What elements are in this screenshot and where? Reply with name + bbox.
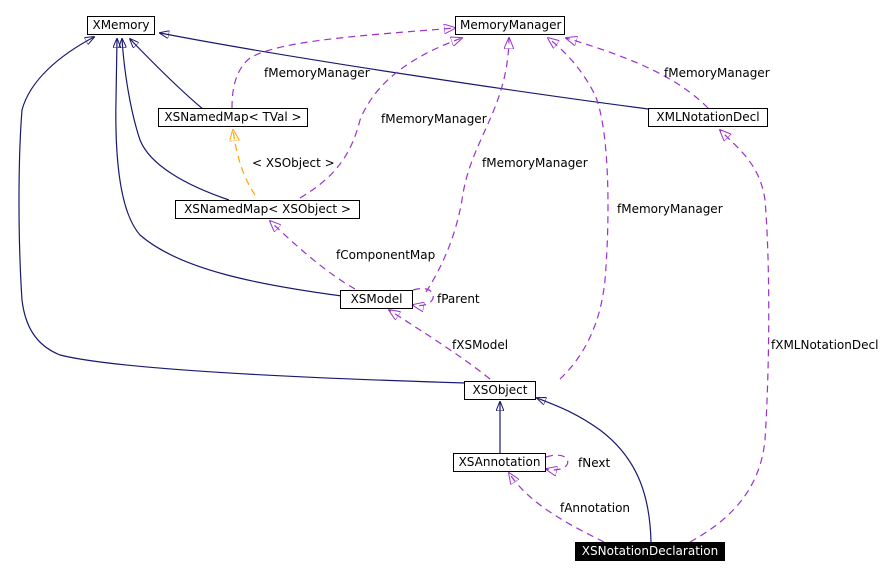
node-memory-manager[interactable]: MemoryManager: [455, 16, 565, 35]
node-xs-object[interactable]: XSObject: [464, 381, 536, 400]
edge-label-fmemorymanager-namedmap-xsobject: fMemoryManager: [381, 112, 487, 126]
edge-label-fmemorymanager-namedmap-tval: fMemoryManager: [264, 66, 370, 80]
edge-template-instantiation: [233, 130, 256, 196]
edge-xmlnotationdecl-to-xmemory: [160, 33, 657, 111]
edge-label-fnext: fNext: [578, 456, 611, 470]
edge-xsmodel-uses-xsnamedmap-xsobject: [270, 221, 356, 290]
node-xs-model[interactable]: XSModel: [340, 290, 413, 309]
edge-xsobject-to-xmemory: [18, 37, 467, 384]
edge-label-template-arg: < XSObject >: [252, 156, 335, 170]
edge-xsnamedmap-xsobject-to-xmemory: [122, 39, 230, 201]
edge-xsnotationdeclaration-uses-xmlnotationdecl: [689, 130, 770, 543]
edge-xsmodel-to-xmemory: [116, 39, 343, 297]
edge-xmlnotationdecl-uses-memorymanager: [566, 38, 709, 109]
edge-xsnotationdeclaration-to-xsobject: [537, 398, 652, 543]
edge-xsobject-uses-xsmodel: [389, 310, 491, 380]
node-xs-named-map-tval[interactable]: XSNamedMap< TVal >: [158, 108, 308, 127]
node-xs-notation-declaration: XSNotationDeclaration: [575, 542, 725, 561]
edge-label-fannotation: fAnnotation: [560, 501, 631, 515]
node-xs-annotation[interactable]: XSAnnotation: [453, 453, 546, 472]
edge-label-fxsmodel: fXSModel: [452, 338, 509, 352]
edge-xsnamedmap-tval-to-xmemory: [130, 39, 205, 111]
node-xmemory[interactable]: XMemory: [87, 16, 155, 35]
edge-xsnamedmap-tval-uses-memorymanager: [231, 28, 455, 109]
edge-xsannotation-uses-xsannotation-fnext: [546, 454, 569, 470]
node-xs-named-map-xsobject[interactable]: XSNamedMap< XSObject >: [175, 200, 360, 219]
edge-xsmodel-uses-xsmodel-fparent: [413, 288, 434, 306]
edge-label-fcomponentmap: fComponentMap: [336, 248, 436, 262]
node-xml-notation-decl[interactable]: XMLNotationDecl: [648, 108, 768, 127]
edge-xsobject-uses-memorymanager: [548, 38, 609, 380]
edge-xsmodel-uses-memorymanager: [425, 38, 509, 293]
edge-label-fmemorymanager-xmlnotationdecl: fMemoryManager: [664, 66, 770, 80]
edge-label-fparent: fParent: [437, 292, 480, 306]
edge-xsnotationdeclaration-uses-xsannotation: [509, 473, 605, 543]
edge-label-fxmlnotationdecl: fXMLNotationDecl: [771, 338, 879, 352]
edge-label-fmemorymanager-xsmodel: fMemoryManager: [482, 156, 588, 170]
edge-xsnamedmap-xsobject-uses-memorymanager: [299, 38, 462, 199]
edge-label-fmemorymanager-xsobject: fMemoryManager: [617, 202, 723, 216]
